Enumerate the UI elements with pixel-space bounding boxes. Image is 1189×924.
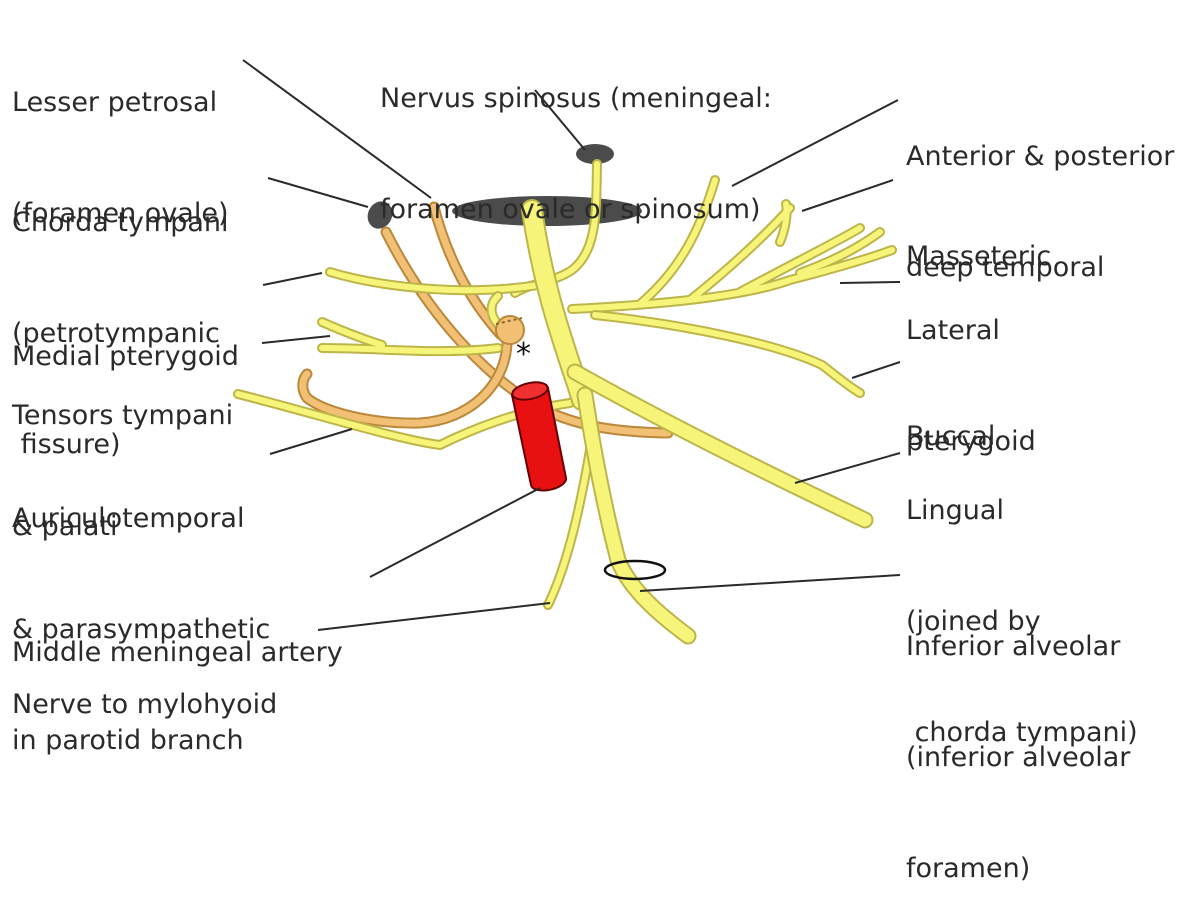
label-nerve-to-mylohyoid: Nerve to mylohyoid bbox=[12, 612, 277, 760]
label-line: Auriculotemporal bbox=[12, 500, 270, 537]
label-line: Chorda tympani bbox=[12, 204, 229, 241]
label-line: Inferior alveolar bbox=[906, 628, 1130, 665]
leader-nerve-to-mylohyoid bbox=[318, 603, 550, 630]
tensors-branch bbox=[322, 322, 498, 351]
label-line: Nerve to mylohyoid bbox=[12, 686, 277, 723]
label-line: foramen) bbox=[906, 850, 1130, 887]
leader-inferior-alveolar bbox=[640, 575, 900, 591]
middle-meningeal-artery bbox=[511, 379, 566, 490]
leader-auriculotemporal bbox=[270, 429, 352, 454]
label-line: Nervus spinosus (meningeal: bbox=[380, 80, 772, 117]
label-line: (inferior alveolar bbox=[906, 739, 1130, 776]
label-nervus-spinosus: Nervus spinosus (meningeal: foramen oval… bbox=[380, 6, 772, 265]
medial-pterygoid-branch bbox=[330, 272, 550, 290]
label-inferior-alveolar: Inferior alveolar (inferior alveolar for… bbox=[906, 554, 1130, 924]
leader-lateral-pterygoid bbox=[840, 282, 900, 283]
buccal-branch bbox=[595, 315, 860, 393]
leader-chorda-tympani bbox=[268, 178, 368, 207]
leader-tensors bbox=[262, 336, 330, 343]
asterisk-marker: * bbox=[516, 336, 531, 373]
leader-middle-meningeal-artery bbox=[370, 488, 540, 577]
label-line: Lesser petrosal bbox=[12, 84, 229, 121]
label-line: Lingual bbox=[906, 492, 1138, 529]
lingual-nerve bbox=[575, 372, 865, 520]
leader-medial-pterygoid bbox=[263, 273, 322, 285]
leader-buccal bbox=[852, 362, 900, 378]
leader-lingual bbox=[795, 453, 900, 483]
leader-masseteric bbox=[802, 180, 893, 211]
label-line: foramen ovale or spinosum) bbox=[380, 191, 772, 228]
